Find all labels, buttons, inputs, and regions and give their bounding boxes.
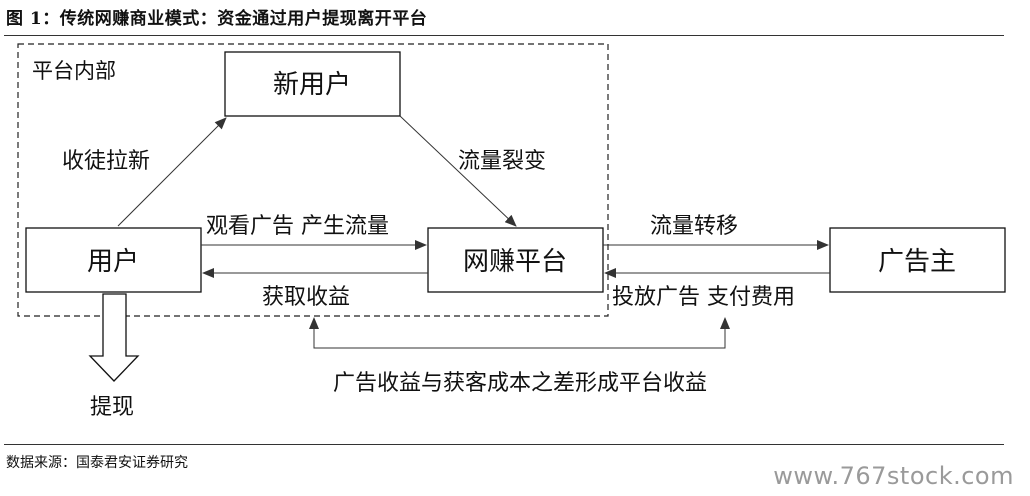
advertiser-node: 广告主 [829,227,1006,293]
user-label: 用户 [87,247,139,277]
edge-label-fission: 流量裂变 [458,149,546,174]
edge-label-watch-ads: 观看广告 产生流量 [206,214,389,239]
platform-label: 网赚平台 [463,247,567,277]
advertiser-label: 广告主 [878,247,956,277]
user-node: 用户 [25,227,202,293]
bottom-rule [4,444,1004,445]
platform-node: 网赚平台 [427,227,604,293]
new-user-node: 新用户 [224,51,401,117]
margin-bracket [313,346,726,349]
figure-title: 图 1：传统网赚商业模式：资金通过用户提现离开平台 [6,9,428,29]
arrow-user-to-new-user [117,117,227,227]
withdraw-arrow-icon [88,293,140,382]
withdraw-label: 提现 [90,395,134,420]
top-rule [4,35,1004,36]
edge-label-ad-payment: 投放广告 支付费用 [612,285,795,310]
margin-note: 广告收益与获客成本之差形成平台收益 [333,371,707,396]
edge-label-earnings: 获取收益 [262,285,350,310]
edge-label-traffic-transfer: 流量转移 [650,214,738,239]
new-user-label: 新用户 [273,70,351,100]
arrow-new-user-to-platform [399,115,517,227]
source-note: 数据来源：国泰君安证券研究 [6,455,188,471]
edge-label-recruit: 收徒拉新 [62,149,150,174]
watermark: www.767stock.com [773,462,1014,490]
region-label: 平台内部 [32,59,116,83]
platform-internal-region [17,43,609,317]
